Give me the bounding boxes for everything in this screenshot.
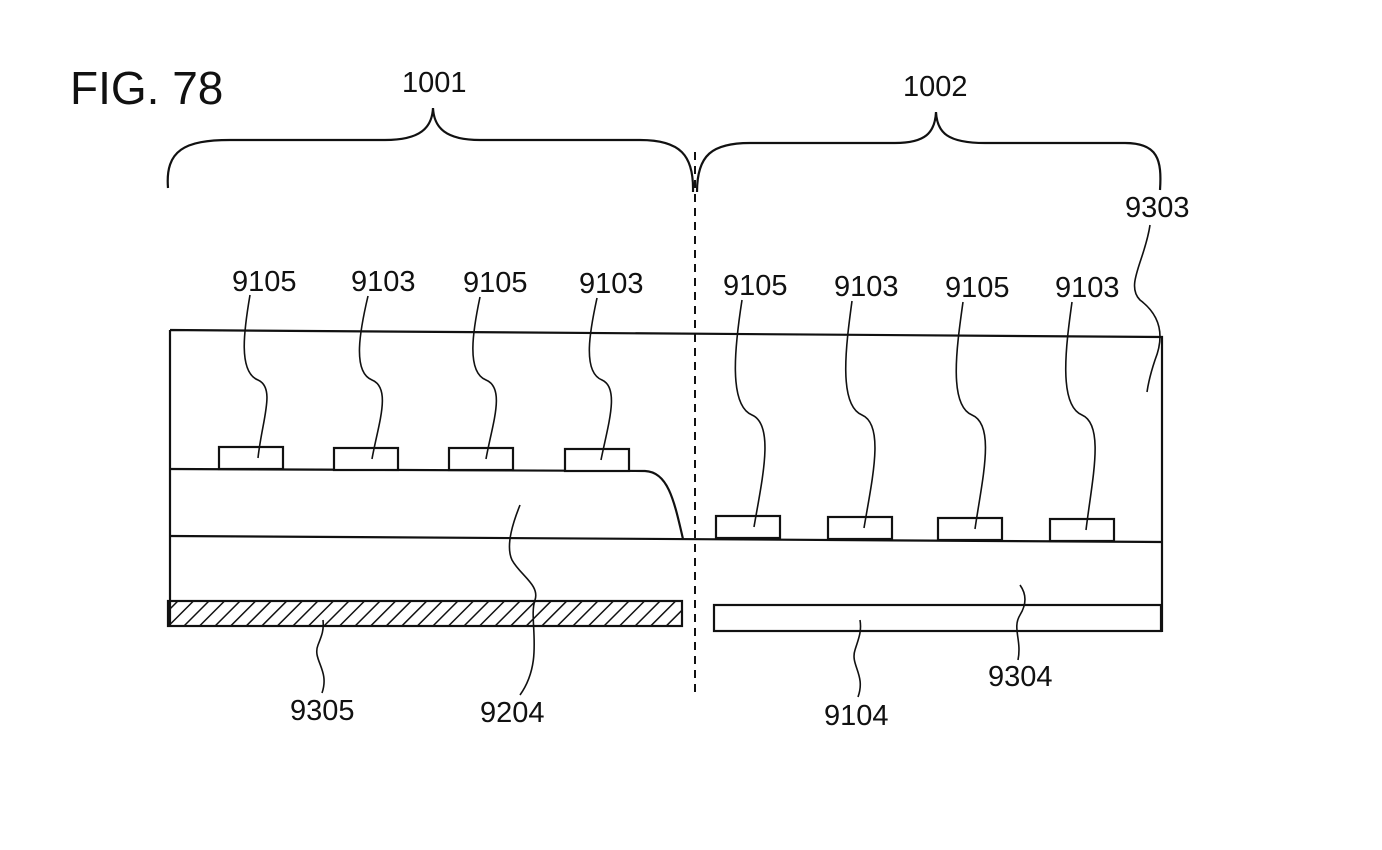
electrode-right-1: [716, 516, 780, 538]
label-substrate-top: 9303: [1125, 192, 1190, 224]
shield-layer-9305: [168, 601, 682, 626]
label-shield-layer: 9305: [290, 695, 355, 727]
electrode-right-2: [828, 517, 892, 539]
electrode-left-3: [449, 448, 513, 470]
label-left-3: 9105: [463, 267, 528, 299]
electrode-left-2: [334, 448, 398, 470]
region-label-1002: 1002: [903, 71, 968, 103]
top-substrate: [170, 330, 1162, 625]
label-right-2: 9103: [834, 271, 899, 303]
middle-interface: [170, 536, 1162, 542]
label-right-3: 9105: [945, 272, 1010, 304]
insulator-step-9204: [170, 469, 683, 539]
label-electrode-right: 9104: [824, 700, 889, 732]
electrode-right-4: [1050, 519, 1114, 541]
electrode-right-3: [938, 518, 1002, 540]
label-right-1: 9105: [723, 270, 788, 302]
region-label-1001: 1001: [402, 67, 467, 99]
leader-shield-layer: [317, 620, 324, 693]
electrode-9104: [714, 605, 1161, 631]
label-left-4: 9103: [579, 268, 644, 300]
brace-1002: [697, 112, 1160, 192]
electrode-left-4: [565, 449, 629, 471]
label-right-4: 9103: [1055, 272, 1120, 304]
leader-left-4: [589, 298, 611, 460]
leader-left-1: [244, 295, 267, 458]
leader-substrate-top: [1135, 225, 1160, 392]
electrode-left-1: [219, 447, 283, 469]
label-left-2: 9103: [351, 266, 416, 298]
leader-left-2: [359, 296, 382, 459]
label-left-1: 9105: [232, 266, 297, 298]
leader-left-3: [473, 297, 497, 459]
figure-title: FIG. 78: [70, 62, 223, 114]
brace-1001: [168, 108, 693, 192]
label-substrate-bottom: 9304: [988, 661, 1053, 693]
label-insulator-step: 9204: [480, 697, 545, 729]
